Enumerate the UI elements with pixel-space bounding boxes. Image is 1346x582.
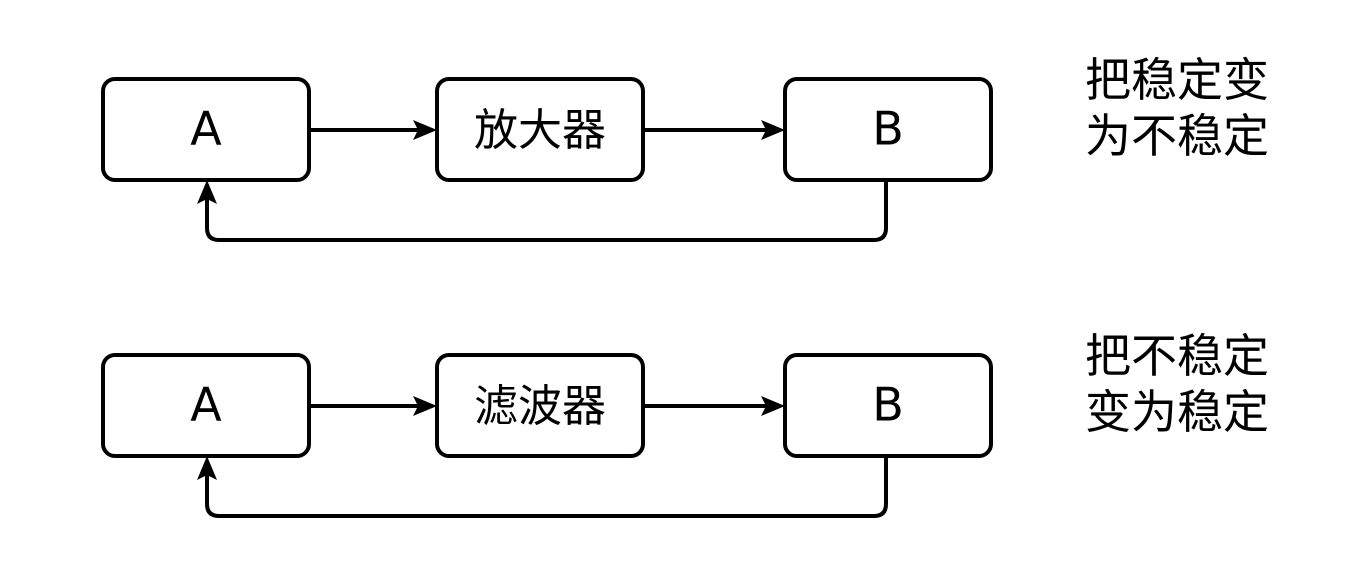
block-sink-b-row1[interactable]: B xyxy=(783,77,993,182)
annotation-row1-line1: 把稳定变 xyxy=(1085,53,1269,107)
annotation-row2: 把不稳定 变为稳定 xyxy=(1085,328,1269,440)
block-process-row1-label: 放大器 xyxy=(474,105,606,156)
feedback-path-row2 xyxy=(197,456,888,518)
feedback-path-row1-line xyxy=(205,180,888,242)
arrow-process-to-sink-row1-head xyxy=(761,120,785,140)
feedback-path-row1-head xyxy=(197,180,217,204)
feedback-path-row1 xyxy=(197,180,888,242)
arrow-source-to-process-row2-head xyxy=(413,396,437,416)
annotation-row2-line1: 把不稳定 xyxy=(1085,329,1269,383)
feedback-path-row2-head xyxy=(197,456,217,480)
arrow-source-to-process-row1-head xyxy=(413,120,437,140)
block-source-a-row1[interactable]: A xyxy=(101,77,311,182)
feedback-path-row2-line xyxy=(205,456,888,518)
annotation-row1: 把稳定变 为不稳定 xyxy=(1085,52,1269,164)
arrow-source-to-process-row2 xyxy=(309,396,437,416)
arrow-process-to-sink-row2 xyxy=(643,396,785,416)
annotation-row1-line2: 为不稳定 xyxy=(1085,109,1269,163)
arrow-source-to-process-row1 xyxy=(309,120,437,140)
block-source-a-row2-label: A xyxy=(190,378,222,432)
block-process-row1[interactable]: 放大器 xyxy=(435,77,645,182)
block-process-row2[interactable]: 滤波器 xyxy=(435,353,645,458)
row-filter-group: A 滤波器 B xyxy=(101,353,993,518)
block-source-a-row2[interactable]: A xyxy=(101,353,311,458)
block-source-a-row1-label: A xyxy=(190,102,222,156)
block-sink-b-row2-label: B xyxy=(872,378,904,432)
row-amplifier-group: A 放大器 B xyxy=(101,77,993,242)
annotation-row2-line2: 变为稳定 xyxy=(1085,385,1269,439)
block-sink-b-row1-label: B xyxy=(872,102,904,156)
arrow-process-to-sink-row2-head xyxy=(761,396,785,416)
block-sink-b-row2[interactable]: B xyxy=(783,353,993,458)
block-process-row2-label: 滤波器 xyxy=(474,381,606,432)
arrow-process-to-sink-row1 xyxy=(643,120,785,140)
